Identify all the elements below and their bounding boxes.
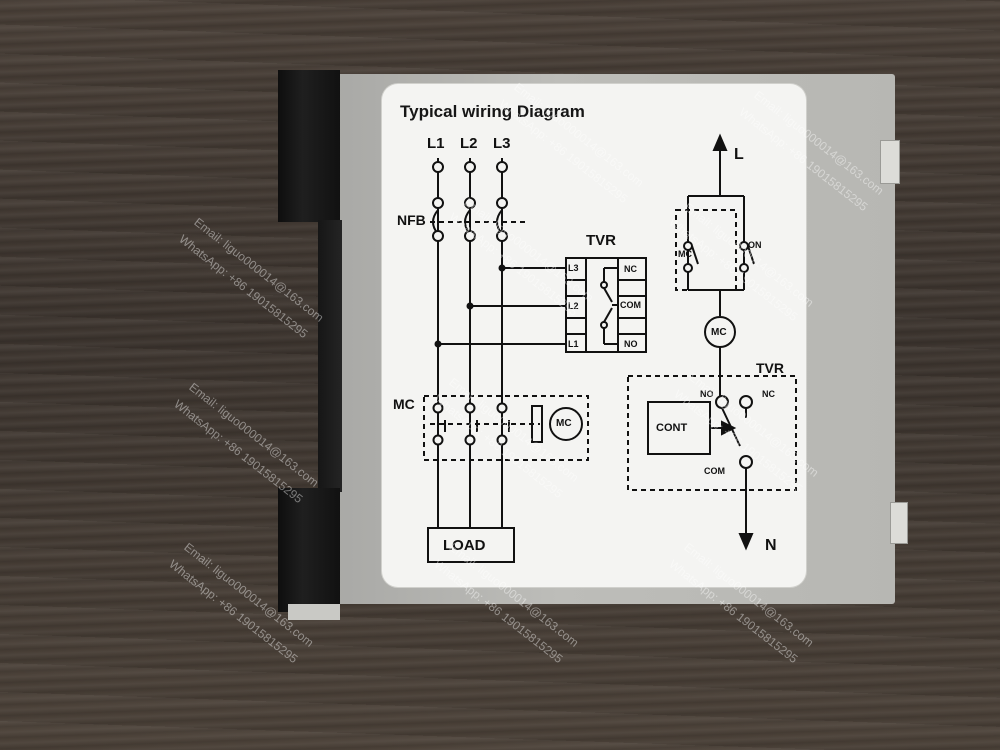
din-rail-foot — [288, 604, 340, 620]
din-rail-channel — [318, 220, 342, 492]
din-rail-clip-bottom — [278, 488, 340, 612]
l1-terminal — [432, 161, 444, 173]
tvr-relay-block — [565, 257, 647, 353]
din-rail-clip-top — [278, 70, 340, 222]
diagram-title: Typical wiring Diagram — [400, 102, 585, 121]
load-box — [427, 527, 515, 563]
l3-terminal — [496, 161, 508, 173]
housing-latch-bottom — [890, 502, 908, 544]
l2-terminal — [464, 161, 476, 173]
housing-latch-top — [880, 140, 900, 184]
cont-block — [647, 401, 711, 455]
control-circuit — [627, 133, 797, 551]
tvr-control-block — [627, 375, 797, 491]
mc-coil-icon — [704, 316, 736, 348]
mc-contactor — [423, 395, 589, 461]
mc-motor-coil-icon — [549, 407, 583, 441]
